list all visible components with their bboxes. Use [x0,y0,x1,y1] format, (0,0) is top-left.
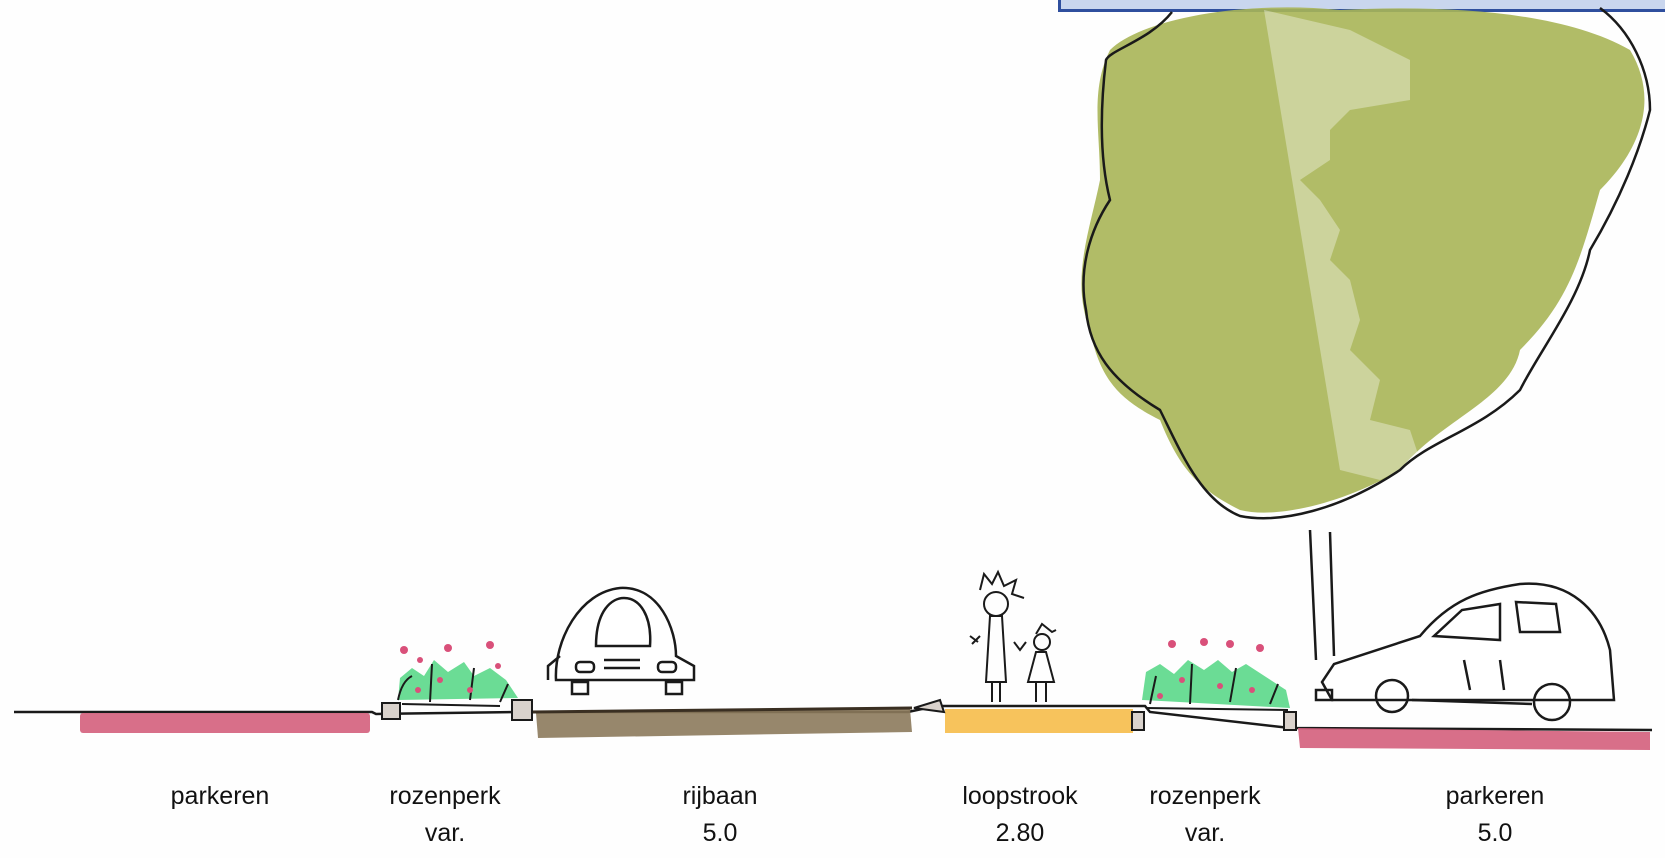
label-rozenperk-right: rozenperk var. [1130,778,1280,852]
segment-width: 5.0 [1477,819,1513,847]
rose-bed-icon-right [1142,638,1290,711]
parkeren-left-strip [80,713,370,733]
rijbaan-strip [536,709,912,738]
car-side-icon [1314,582,1616,722]
label-parkeren-left: parkeren [150,778,290,815]
segment-name: parkeren [170,782,270,810]
label-rozenperk-left: rozenperk var. [370,778,520,852]
car-front-icon [546,586,696,696]
curb-3 [913,698,946,714]
curb-2 [511,699,533,721]
segment-name: parkeren [1445,782,1545,810]
segment-width: 2.80 [995,819,1045,847]
label-loopstrook: loopstrook 2.80 [945,778,1095,852]
rose-bed-icon [397,641,518,707]
segment-name: rozenperk [1149,782,1261,810]
segment-width: var. [1184,819,1226,847]
tree-icon [1081,6,1652,661]
segment-name: loopstrook [962,782,1078,810]
label-parkeren-right: parkeren 5.0 [1425,778,1565,852]
segment-width: var. [424,819,466,847]
segment-width: 5.0 [702,819,738,847]
pedestrian-adult-icon [969,569,1025,702]
curb-1 [381,702,401,720]
segment-name: rozenperk [389,782,501,810]
curb-5 [1283,711,1297,731]
segment-name: rijbaan [682,782,758,810]
parkeren-right-strip [1298,728,1650,750]
pedestrian-child-icon [1013,622,1057,702]
rijbaan-top-edge [531,706,913,714]
curb-4 [1131,711,1145,731]
loopstrook-strip [945,709,1133,733]
label-rijbaan: rijbaan 5.0 [660,778,780,852]
